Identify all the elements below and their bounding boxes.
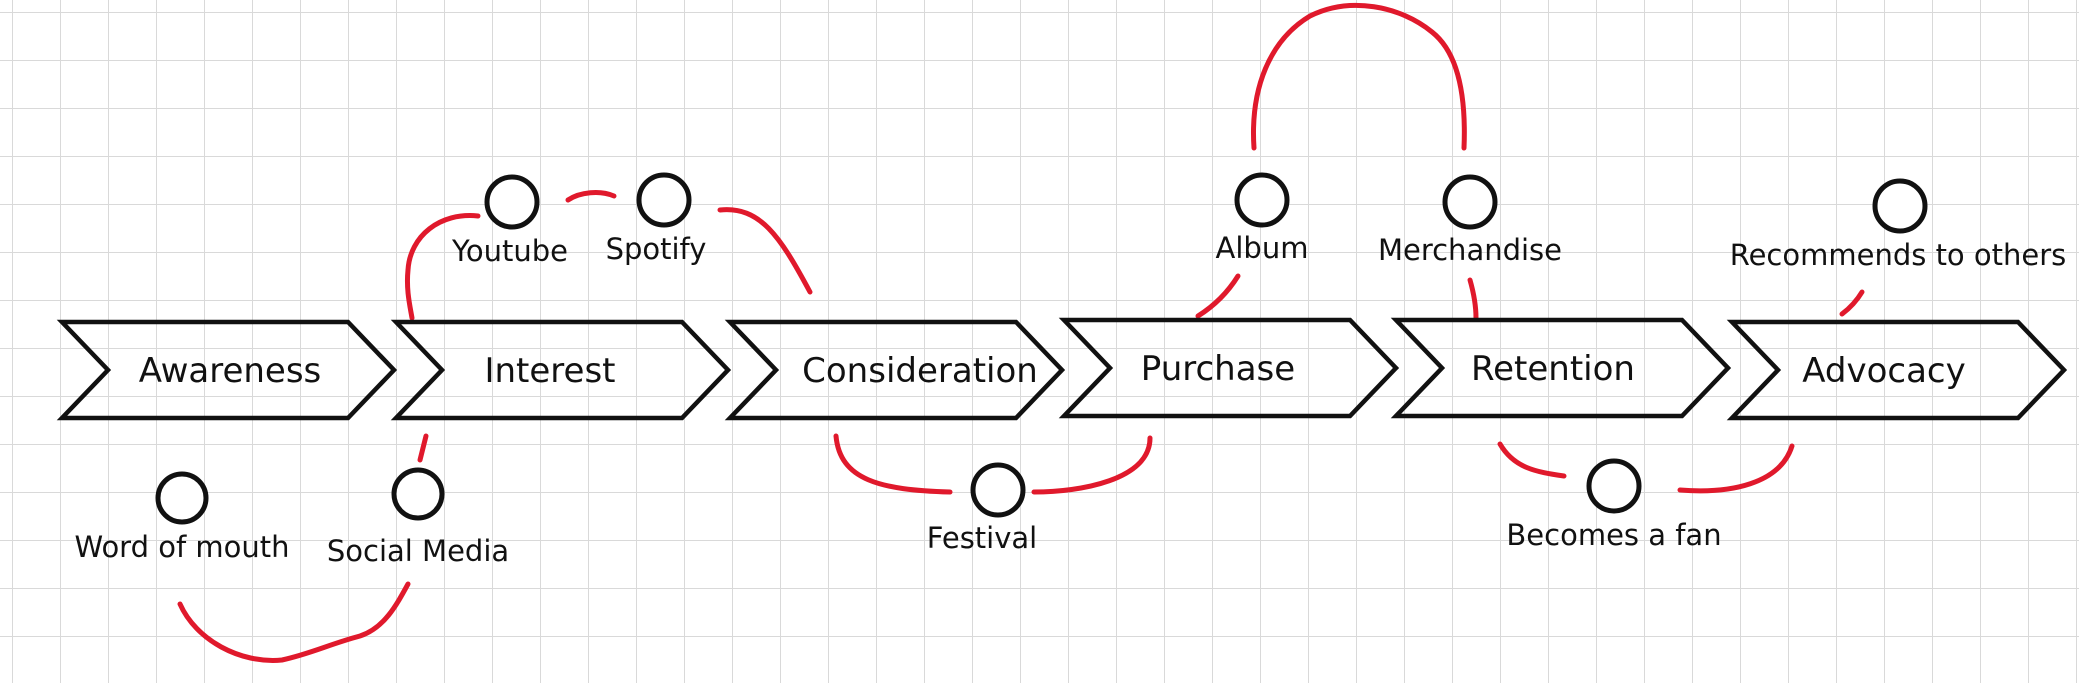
stage-advocacy: Advocacy (1726, 319, 2068, 421)
stage-retention: Retention (1390, 317, 1732, 419)
stage-purchase: Purchase (1058, 317, 1400, 419)
link-festival-purchase (1031, 435, 1153, 495)
stage-label-consideration: Consideration (802, 351, 1038, 391)
touchpoint-merchandise: Merchandise (1378, 174, 1562, 267)
link-becomes-fan-advocacy (1677, 443, 1795, 494)
touchpoint-becomes-a-fan: Becomes a fan (1506, 458, 1722, 552)
node-label-becomes-a-fan: Becomes a fan (1506, 518, 1721, 552)
node-album-circle (1234, 172, 1290, 228)
touchpoint-album: Album (1216, 172, 1309, 265)
touchpoint-festival: Festival (927, 462, 1037, 555)
node-label-album: Album (1216, 231, 1309, 265)
link-album-purchase (1195, 273, 1241, 319)
node-label-social-media: Social Media (327, 534, 509, 568)
link-consideration-festival (833, 433, 953, 495)
link-interest-social-media (417, 433, 429, 463)
node-label-festival: Festival (927, 521, 1037, 555)
link-album-merchandise-arc (1251, 2, 1467, 151)
node-label-recommends-to-others: Recommends to others (1730, 238, 2067, 272)
stage-label-interest: Interest (484, 351, 615, 391)
touchpoint-spotify: Spotify (606, 172, 707, 266)
node-label-youtube: Youtube (451, 234, 568, 268)
touchpoint-youtube: Youtube (451, 174, 568, 268)
node-spotify-circle (636, 172, 692, 228)
stage-label-advocacy: Advocacy (1802, 351, 1966, 391)
link-youtube-interest (405, 213, 481, 321)
stage-label-retention: Retention (1471, 349, 1635, 389)
stage-consideration: Consideration (724, 319, 1066, 421)
link-retention-becomes-fan (1497, 441, 1567, 479)
node-merchandise-circle (1442, 174, 1498, 230)
node-label-spotify: Spotify (606, 232, 707, 266)
node-word-of-mouth-circle (155, 471, 209, 525)
node-youtube-circle (484, 174, 540, 230)
node-label-word-of-mouth: Word of mouth (74, 530, 289, 564)
node-label-merchandise: Merchandise (1378, 233, 1562, 267)
link-youtube-spotify (565, 190, 617, 203)
link-word-of-mouth-social-media (177, 581, 411, 663)
stage-label-purchase: Purchase (1141, 349, 1295, 389)
node-recommends-circle (1872, 178, 1928, 234)
node-becomes-a-fan-circle (1586, 458, 1642, 514)
node-social-media-circle (391, 467, 445, 521)
touchpoints: Youtube Spotify Word of mouth Social Med… (74, 172, 2067, 568)
link-recommends-advocacy (1839, 289, 1865, 317)
node-festival-circle (970, 462, 1026, 518)
touchpoint-word-of-mouth: Word of mouth (74, 471, 290, 564)
touchpoint-social-media: Social Media (327, 467, 509, 568)
journey-stages: Awareness Interest Consideration Purchas… (56, 317, 2068, 421)
link-spotify-consideration (717, 207, 813, 295)
connectors (177, 2, 1865, 663)
touchpoint-recommends-to-others: Recommends to others (1730, 178, 2067, 272)
stage-interest: Interest (390, 319, 732, 421)
stage-label-awareness: Awareness (139, 351, 322, 391)
stage-awareness: Awareness (56, 319, 398, 421)
link-merchandise-retention (1467, 277, 1479, 321)
